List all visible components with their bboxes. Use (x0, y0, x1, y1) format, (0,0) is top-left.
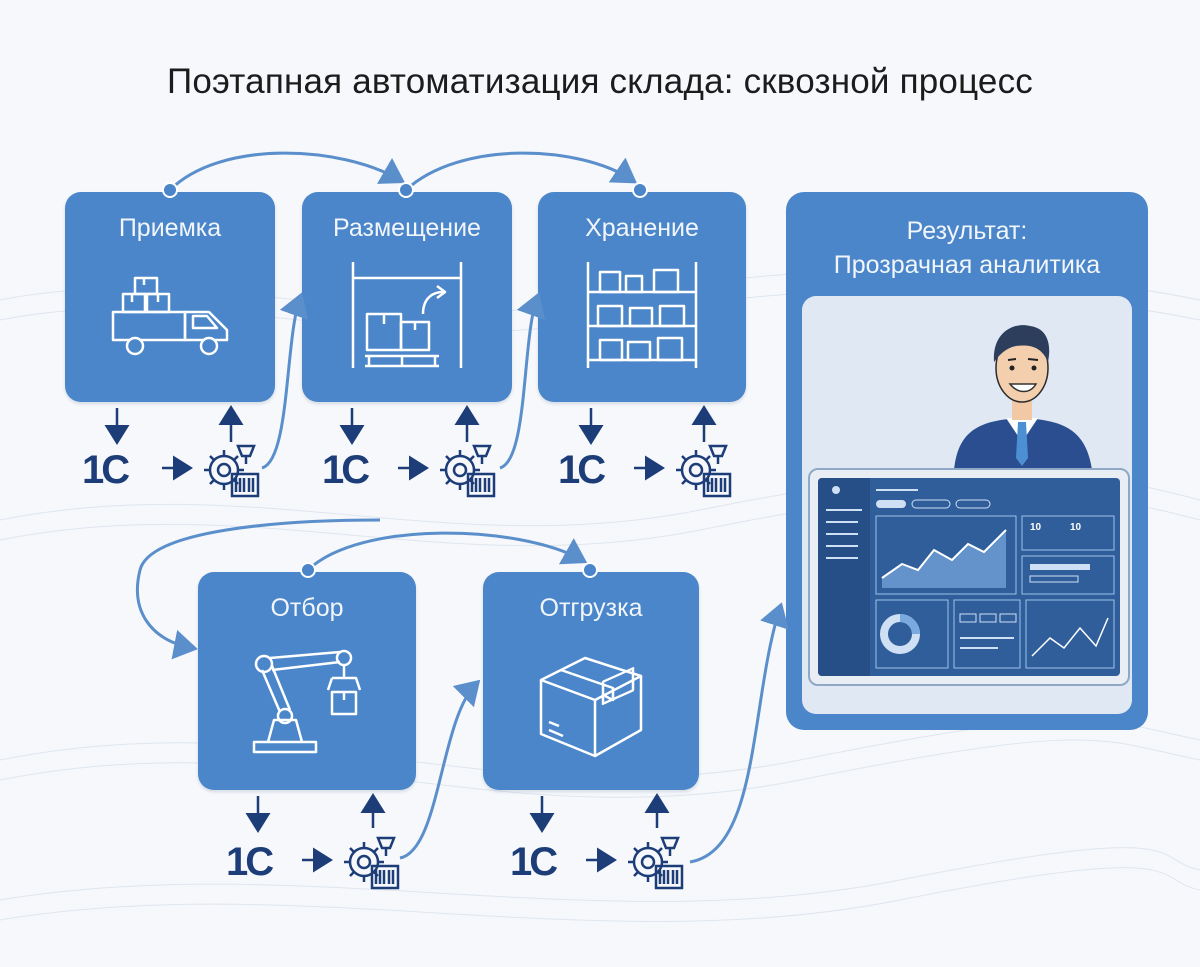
dashboard-content (818, 478, 1115, 676)
stage-label: Приемка (118, 214, 222, 242)
gear-scanner-icon (676, 444, 732, 498)
stage-card-otbor: Отбор (198, 572, 416, 790)
onec-logo: 1С (558, 448, 606, 492)
stage-card-priemka: Приемка (65, 192, 275, 402)
rack-placement-icon (351, 262, 463, 368)
kpi-value-2: 10 (1070, 522, 1082, 533)
manager-person-illustration (954, 325, 1092, 470)
onec-logo: 1С (322, 448, 370, 492)
truck-icon (111, 276, 229, 356)
storage-shelves-icon (586, 262, 698, 368)
gear-scanner-icon (204, 444, 260, 498)
stage-card-razmeshchenie: Размещение (302, 192, 512, 402)
gear-scanner-icon (628, 836, 684, 890)
result-title: Результат: Прозрачная аналитика (786, 214, 1148, 282)
gear-scanner-icon (344, 836, 400, 890)
result-title-line1: Результат: (906, 217, 1028, 245)
result-title-line2: Прозрачная аналитика (833, 251, 1101, 279)
robot-arm-icon (252, 649, 362, 754)
result-card: Результат: Прозрачная аналитика (786, 192, 1148, 730)
gear-scanner-icon (440, 444, 496, 498)
monitor-frame: 10 10 (808, 468, 1130, 686)
stage-label: Размещение (333, 214, 481, 242)
shipping-box-icon (539, 656, 643, 758)
dashboard-screen: 10 10 (818, 478, 1120, 676)
onec-logo: 1С (226, 840, 274, 884)
analytics-panel: 10 10 (802, 296, 1132, 714)
kpi-value-1: 10 (1030, 522, 1042, 533)
stage-label: Отбор (270, 594, 344, 622)
stage-label: Хранение (585, 214, 699, 242)
onec-logo: 1С (82, 448, 130, 492)
stage-label: Отгрузка (539, 594, 643, 622)
page-title: Поэтапная автоматизация склада: сквозной… (167, 62, 1033, 101)
stage-card-khranenie: Хранение (538, 192, 746, 402)
stage-card-otgruzka: Отгрузка (483, 572, 699, 790)
onec-logo: 1С (510, 840, 558, 884)
